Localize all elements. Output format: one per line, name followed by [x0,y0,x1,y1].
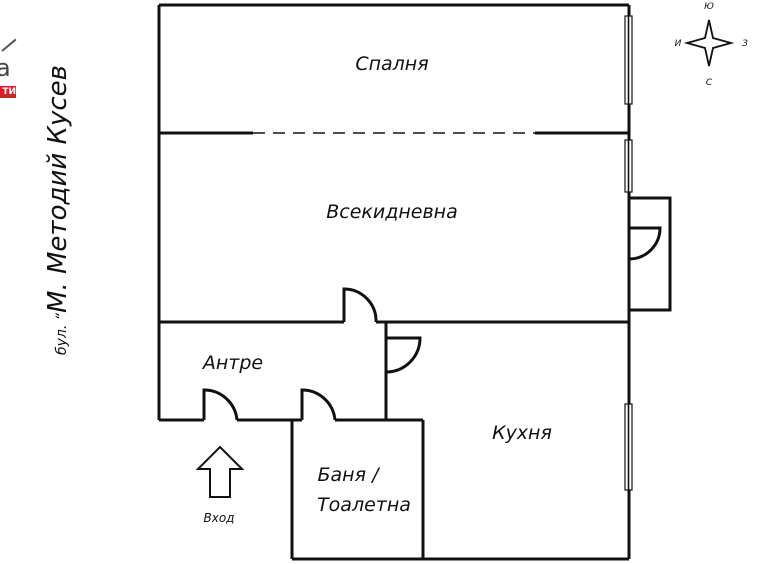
entrance-door [202,388,239,421]
compass-south: С [706,78,713,88]
kitchen-door [385,336,422,374]
compass-north: Ю [704,2,714,12]
logo-badge: ТИ [0,86,16,98]
bathroom-door [300,388,337,421]
balcony-door [628,226,662,261]
hallway-label: Антре [201,352,263,374]
compass-east: З [742,39,748,49]
living-room-door [342,287,378,323]
doors [202,226,662,421]
agency-logo-fragment: a ТИ [0,36,22,106]
logo-letter: a [0,54,11,82]
bathroom-label-line1: Баня / [318,464,382,486]
compass-west: И [675,39,682,49]
bedroom-label: Спалня [355,53,428,75]
walls [157,3,672,561]
entrance-arrow-icon [195,445,245,498]
living-room-label: Всекидневна [326,201,458,223]
bathroom-label-line2: Тоалетна [317,494,411,516]
windows [624,15,633,491]
kitchen-label: Кухня [492,422,552,444]
compass-icon: Ю С И З [675,2,748,88]
entrance-label: Вход [204,511,235,525]
